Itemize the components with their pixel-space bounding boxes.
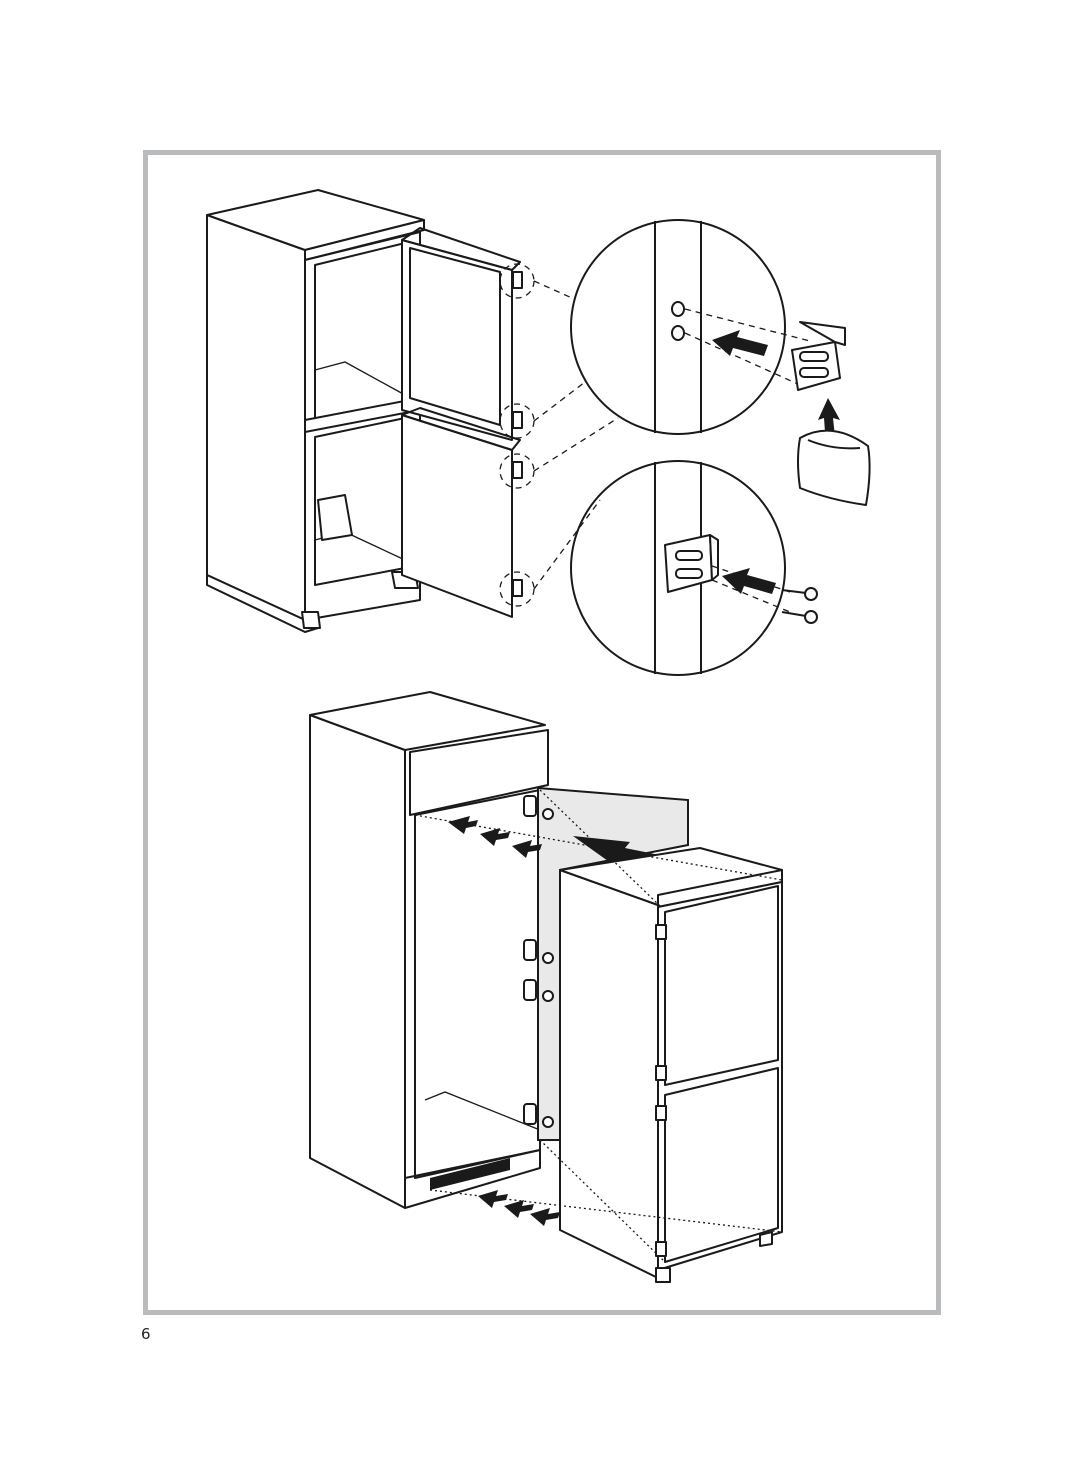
cabinet-open-doors-drawing bbox=[206, 189, 619, 633]
detail-circle-lower bbox=[570, 460, 818, 676]
illustration-frame bbox=[143, 150, 941, 1315]
cabinet-install-drawing bbox=[309, 691, 783, 1283]
page-number: 6 bbox=[141, 1325, 151, 1343]
detail-circle-upper bbox=[570, 219, 871, 506]
